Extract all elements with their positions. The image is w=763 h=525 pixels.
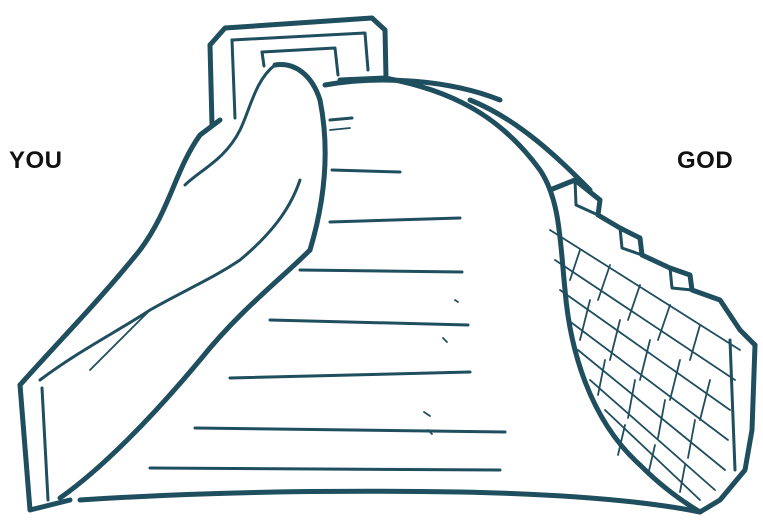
slide-ramp [20, 65, 325, 510]
brick-wall [385, 78, 755, 512]
